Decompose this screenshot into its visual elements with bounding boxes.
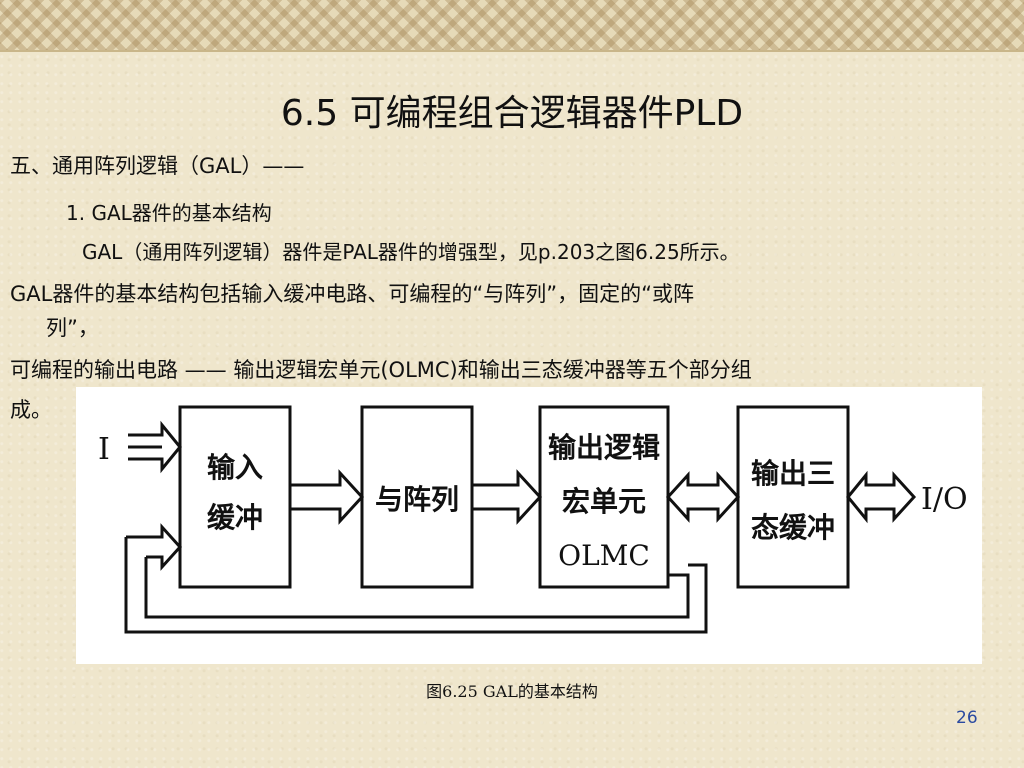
body-text-line: GAL器件的基本结构包括输入缓冲电路、可编程的“与阵列”，固定的“或阵 <box>10 282 694 306</box>
arrow-and-to-olmc <box>472 469 543 525</box>
decorative-border <box>0 0 1024 52</box>
io-label: I/O <box>921 482 968 517</box>
feedback-entry-arrow <box>126 523 183 571</box>
block4-line1: 输出三 <box>751 457 835 490</box>
block3-line2: 宏单元 <box>562 485 646 518</box>
block3-line1: 输出逻辑 <box>548 431 660 464</box>
figure-caption: 图6.25 GAL的基本结构 <box>426 682 598 701</box>
page-number: 26 <box>956 708 978 728</box>
input-label: I <box>98 432 110 467</box>
section-heading: 五、通用阵列逻辑（GAL）—— <box>10 154 305 178</box>
arrow-buffer-to-and <box>290 469 365 525</box>
feedback-line-inner <box>144 557 690 619</box>
block2-label: 与阵列 <box>375 483 459 516</box>
input-buffer-block <box>178 405 292 589</box>
body-text-line: 可编程的输出电路 —— 输出逻辑宏单元(OLMC)和输出三态缓冲器等五个部分组 <box>10 358 752 382</box>
block1-line1: 输入 <box>207 451 263 484</box>
body-text-line: 列”， <box>46 316 99 340</box>
body-text-line: GAL（通用阵列逻辑）器件是PAL器件的增强型，见p.203之图6.25所示。 <box>82 240 740 264</box>
gal-structure-diagram: I I/O 输入 缓冲 与阵列 输出逻辑 宏单元 OLMC 输出三 态缓冲 <box>76 387 982 664</box>
slide-title: 6.5 可编程组合逻辑器件PLD <box>280 93 744 134</box>
tristate-buffer-block <box>736 405 850 589</box>
subsection-heading: 1. GAL器件的基本结构 <box>66 201 272 225</box>
arrow-olmc-tristate <box>665 471 741 523</box>
block4-line2: 态缓冲 <box>751 511 835 544</box>
input-arrow <box>128 420 182 474</box>
arrow-tristate-io <box>846 470 917 524</box>
body-text-line: 成。 <box>10 398 52 422</box>
block3-line3: OLMC <box>558 539 650 572</box>
feedback-line-outer <box>124 537 708 634</box>
block1-line2: 缓冲 <box>207 501 263 534</box>
